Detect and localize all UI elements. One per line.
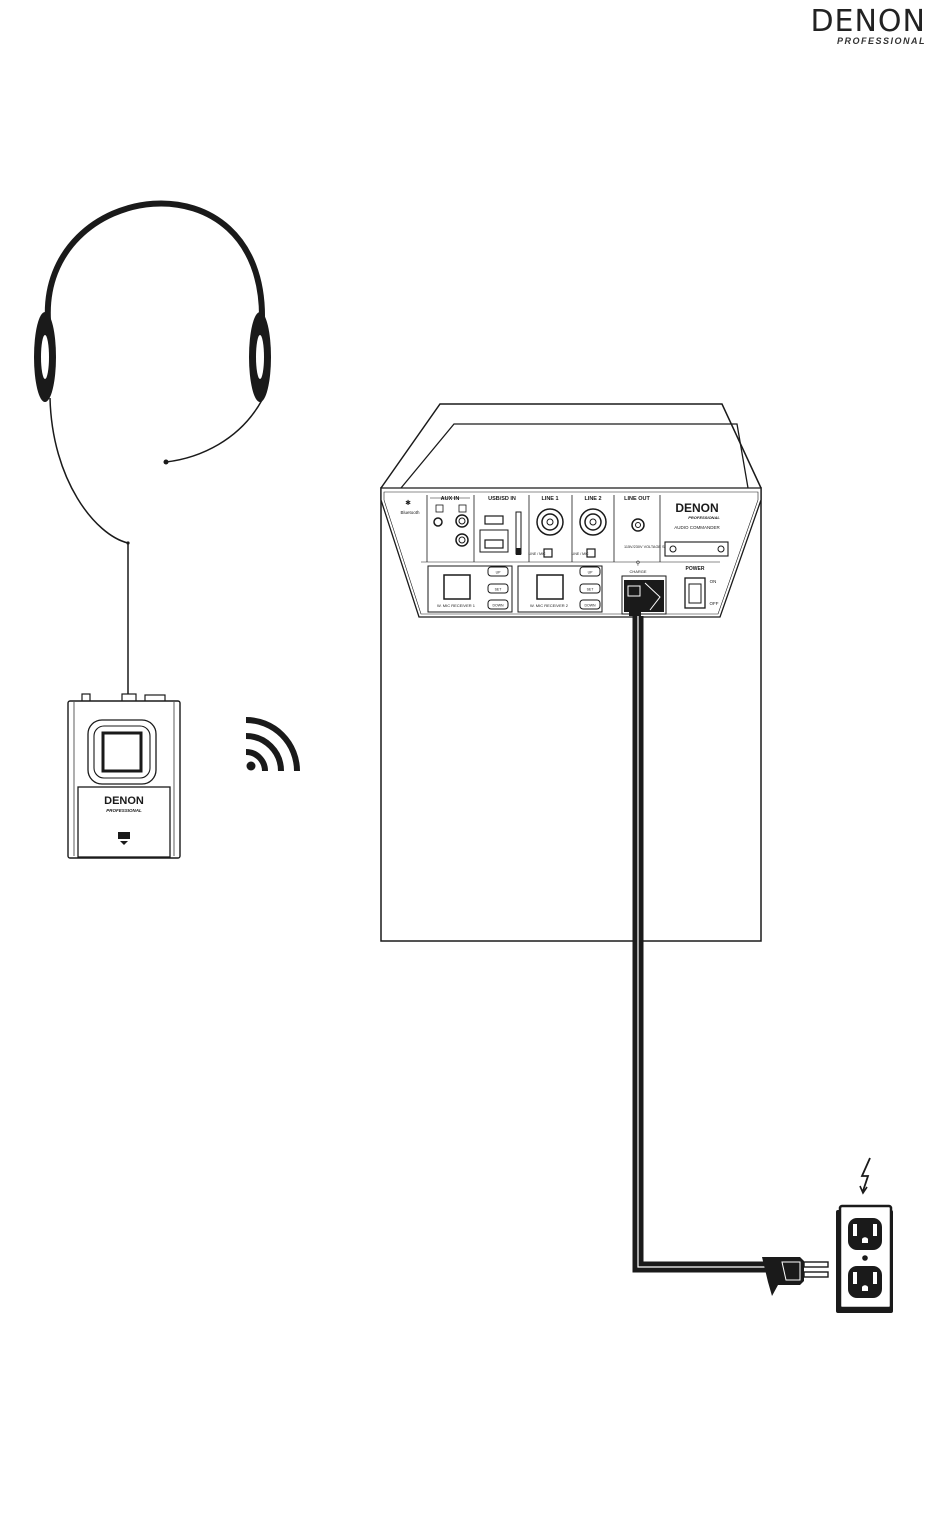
panel-brand: DENON — [675, 501, 718, 515]
power-label: POWER — [686, 566, 705, 572]
receiver1-set-label: SET — [495, 588, 503, 592]
line1-mic-switch-label: LINE / MIC — [528, 552, 546, 556]
wireless-signal-icon — [246, 720, 297, 771]
svg-text:⚲: ⚲ — [636, 560, 640, 567]
charge-label: CHARGE — [629, 569, 646, 574]
power-on-label: ON — [710, 579, 717, 584]
power-off-label: OFF — [710, 601, 719, 606]
usb-sd-label: USB/SD IN — [488, 496, 516, 502]
receiver1-up-label: UP — [496, 571, 502, 575]
lightning-bolt-icon — [860, 1158, 870, 1193]
headset-mic-icon — [34, 203, 271, 700]
line1-label: LINE 1 — [541, 496, 558, 502]
svg-text:✱: ✱ — [405, 499, 411, 507]
line-out-label: LINE OUT — [624, 496, 650, 502]
power-plug-icon — [762, 1257, 828, 1296]
bodypack-transmitter: DENON PROFESSIONAL — [68, 694, 180, 858]
receiver-2: UP SET DOWN W. MIC RECEIVER 2 — [518, 566, 602, 612]
receiver-1: UP SET DOWN W. MIC RECEIVER 1 — [428, 566, 512, 612]
receiver1-label: W. MIC RECEIVER 1 — [437, 603, 476, 608]
line2-label: LINE 2 — [584, 496, 601, 502]
speaker-cabinet: ✱ Bluetooth AUX IN USB/SD IN LINE 1 LINE… — [381, 404, 761, 941]
line2-mic-switch-label: LINE / MIC — [571, 552, 589, 556]
receiver2-set-label: SET — [587, 588, 595, 592]
transmitter-brand-sub: PROFESSIONAL — [106, 808, 142, 813]
receiver2-label: W. MIC RECEIVER 2 — [530, 603, 569, 608]
panel-brand-sub: PROFESSIONAL — [688, 515, 720, 520]
receiver2-down-label: DOWN — [584, 604, 596, 608]
receiver1-down-label: DOWN — [492, 604, 504, 608]
bluetooth-label: Bluetooth — [400, 510, 420, 515]
transmitter-brand: DENON — [104, 795, 144, 807]
product-name: AUDIO COMMANDER — [674, 525, 720, 530]
wall-outlet-icon — [836, 1206, 893, 1313]
aux-in-label: AUX IN — [441, 496, 460, 502]
receiver2-up-label: UP — [588, 571, 594, 575]
